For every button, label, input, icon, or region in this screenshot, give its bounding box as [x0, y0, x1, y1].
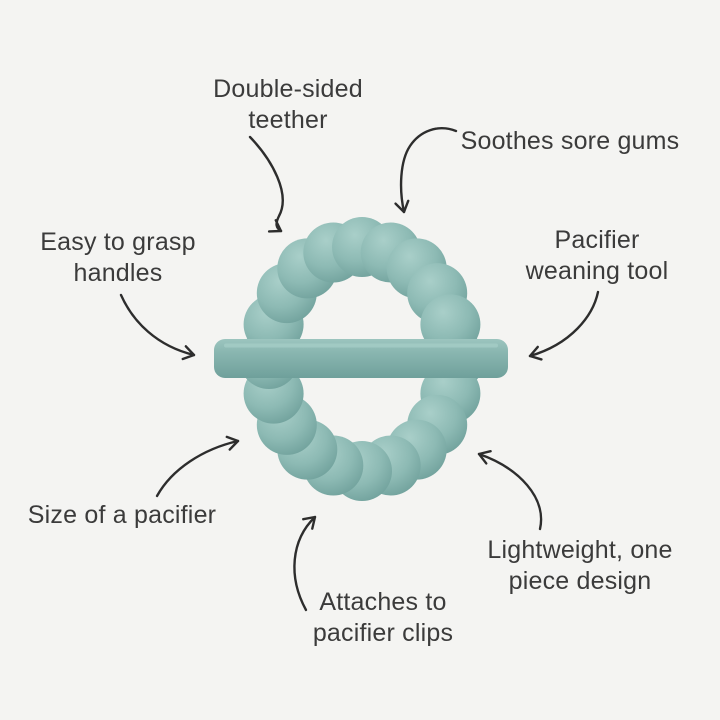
- label-line: teether: [248, 106, 328, 134]
- label-line: Easy to grasp: [40, 228, 196, 256]
- label-line: Lightweight, one: [487, 536, 673, 564]
- label-line: Size of a pacifier: [27, 501, 217, 529]
- label-line: weaning tool: [525, 257, 669, 285]
- label-soothes-sore-gums: Soothes sore gums: [450, 126, 690, 157]
- arrow-double-sided-teether-icon: [248, 135, 284, 233]
- arrow-soothes-sore-gums-icon: [394, 127, 458, 214]
- label-line: handles: [73, 259, 163, 287]
- arrow-pacifier-weaning-tool-icon: [528, 290, 600, 361]
- label-easy-to-grasp-handles: Easy to grasp handles: [8, 227, 228, 289]
- label-line: Pacifier: [554, 226, 640, 254]
- label-lightweight-one-piece-design: Lightweight, one piece design: [460, 535, 700, 597]
- arrow-easy-to-grasp-handles-icon: [119, 293, 196, 361]
- label-line: Attaches to: [319, 588, 447, 616]
- label-line: Double-sided: [213, 75, 363, 103]
- annotation-arrows: [119, 127, 600, 612]
- label-line: pacifier clips: [312, 619, 454, 647]
- arrow-size-of-a-pacifier-icon: [155, 435, 240, 498]
- crossbar-highlight: [224, 343, 498, 348]
- arrow-lightweight-one-piece-icon: [477, 449, 543, 531]
- label-line: piece design: [508, 567, 652, 595]
- label-double-sided-teether: Double-sided teether: [168, 74, 408, 136]
- arrow-attaches-to-pacifier-clips-icon: [293, 515, 317, 612]
- label-attaches-to-pacifier-clips: Attaches to pacifier clips: [263, 587, 503, 649]
- label-line: Soothes sore gums: [460, 127, 680, 155]
- teether-crossbar: [214, 339, 508, 378]
- label-pacifier-weaning-tool: Pacifier weaning tool: [487, 225, 707, 287]
- label-size-of-a-pacifier: Size of a pacifier: [2, 500, 242, 531]
